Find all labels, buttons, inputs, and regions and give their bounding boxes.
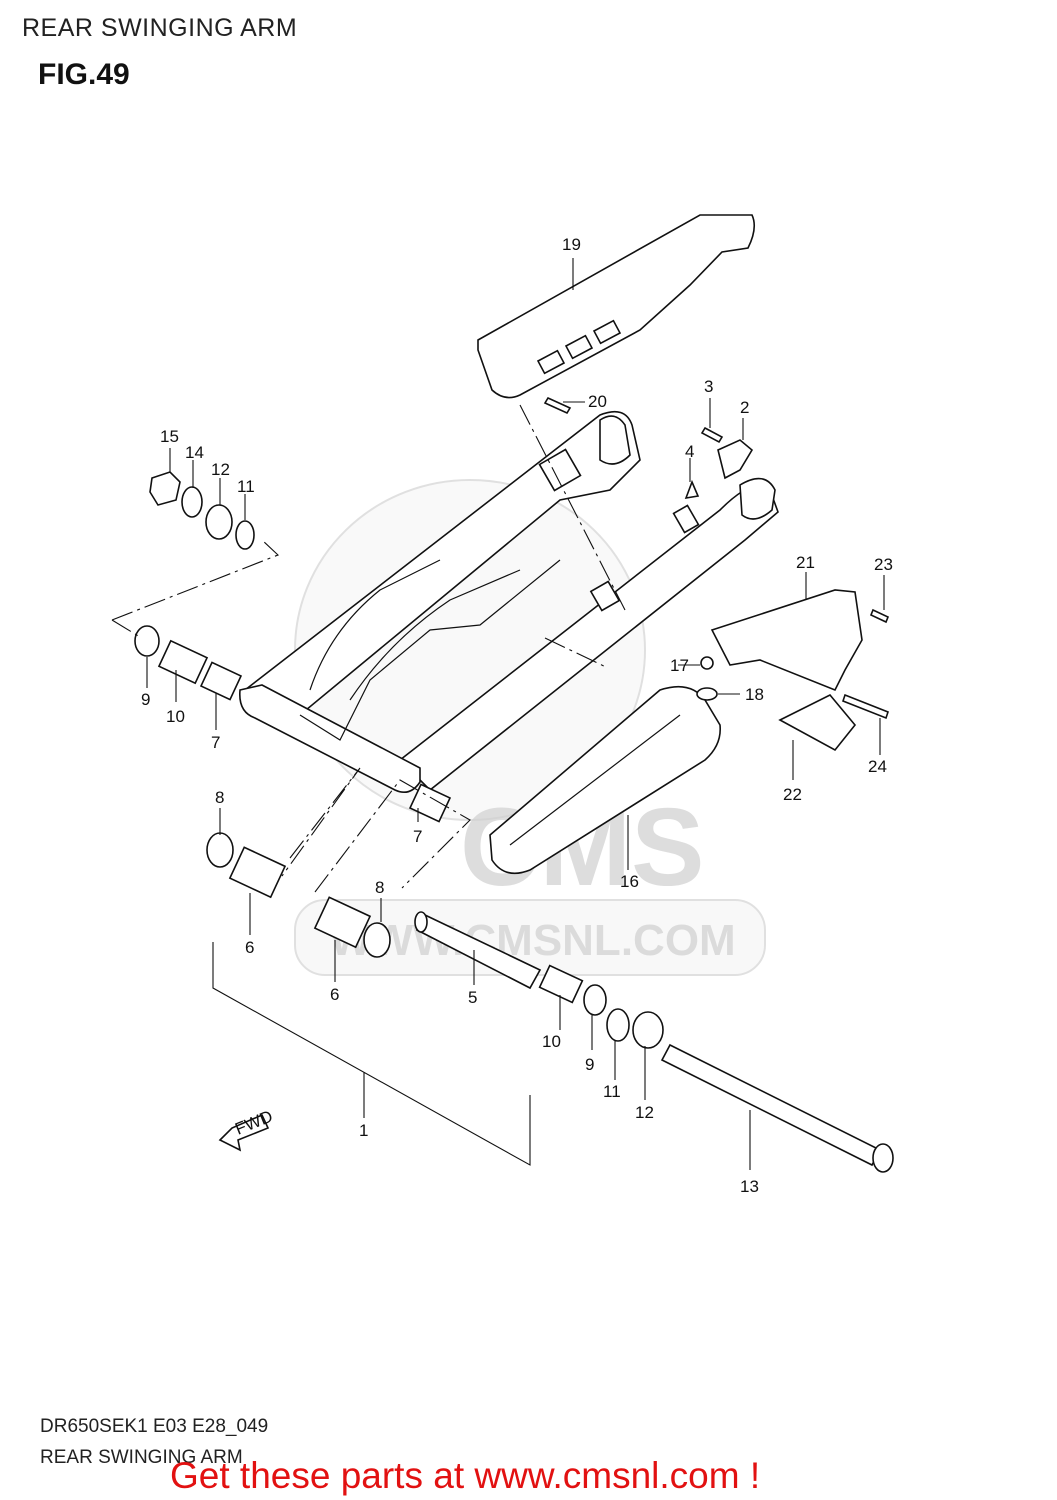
callout-2: 2 <box>740 398 749 417</box>
callout-numbers: 19 20 3 2 4 21 23 17 18 24 22 16 15 14 1… <box>141 235 893 1196</box>
fwd-arrow-icon: FWD <box>218 1107 275 1152</box>
callout-5: 5 <box>468 988 477 1007</box>
callout-12-bottom: 12 <box>635 1103 654 1122</box>
callout-20: 20 <box>588 392 607 411</box>
callout-6-right: 6 <box>330 985 339 1004</box>
callout-4: 4 <box>685 442 694 461</box>
callout-9-right: 9 <box>585 1055 594 1074</box>
callout-8-right: 8 <box>375 878 384 897</box>
callout-21: 21 <box>796 553 815 572</box>
chain-case <box>477 214 756 399</box>
callout-9-left: 9 <box>141 690 150 709</box>
bolts <box>543 396 890 720</box>
callout-17: 17 <box>670 656 689 675</box>
callout-11-bottom: 11 <box>603 1082 621 1101</box>
callout-16: 16 <box>620 872 639 891</box>
figure-number: FIG.49 <box>38 58 130 91</box>
callout-18: 18 <box>745 685 764 704</box>
callout-13: 13 <box>740 1177 759 1196</box>
diagram-caption: REAR SWINGING ARM <box>40 1447 243 1468</box>
callout-10-right: 10 <box>542 1032 561 1051</box>
callout-19: 19 <box>562 235 581 254</box>
callout-3: 3 <box>704 377 713 396</box>
bearings-and-washers <box>134 439 754 1049</box>
callout-14: 14 <box>185 443 204 462</box>
pivot-axle <box>660 1043 894 1173</box>
spacer <box>414 911 542 990</box>
model-code: DR650SEK1 E03 E28_049 <box>40 1416 269 1437</box>
swingarm-body <box>238 410 779 793</box>
watermark-url: WWW.CMSNL.COM <box>330 916 736 965</box>
chain-slider <box>489 685 722 875</box>
callout-7-left: 7 <box>211 733 220 752</box>
callout-7-right: 7 <box>413 827 422 846</box>
bracket <box>710 589 863 752</box>
page-title: REAR SWINGING ARM <box>22 14 298 42</box>
promo-link[interactable]: Get these parts at www.cmsnl.com ! <box>170 1455 761 1496</box>
callout-24: 24 <box>868 757 887 776</box>
callout-22: 22 <box>783 785 802 804</box>
callout-1: 1 <box>359 1121 368 1140</box>
leader-lines <box>111 258 885 1170</box>
callout-12-top: 12 <box>211 460 230 479</box>
callout-8-left: 8 <box>215 788 224 807</box>
callout-23: 23 <box>874 555 893 574</box>
callout-6-left: 6 <box>245 938 254 957</box>
callout-15: 15 <box>160 427 179 446</box>
callout-11-top: 11 <box>237 477 255 496</box>
callout-10-left: 10 <box>166 707 185 726</box>
